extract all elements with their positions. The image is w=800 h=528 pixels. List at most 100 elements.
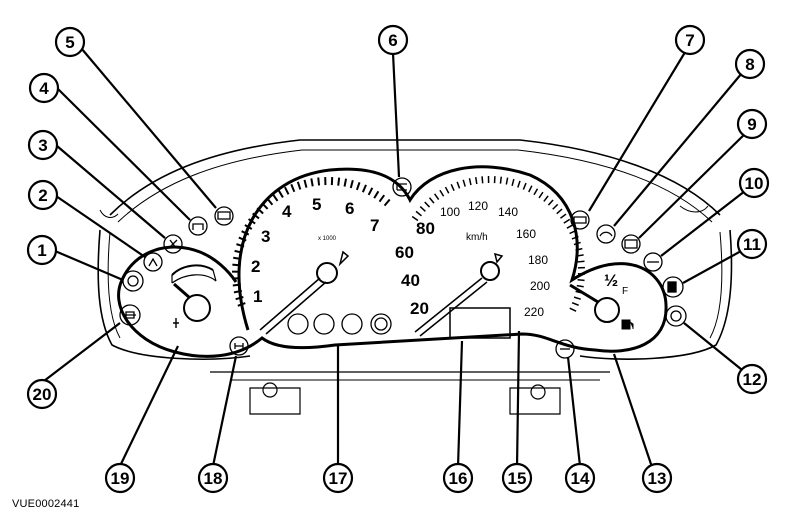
lamp-round-4 — [370, 313, 392, 335]
callout-circle — [377, 24, 409, 56]
tick-mark — [232, 283, 241, 287]
tach-label-2: 2 — [251, 257, 260, 276]
battery-warning-icon — [214, 206, 234, 226]
tick-mark — [236, 243, 245, 248]
callout-9: 9 — [736, 108, 768, 140]
speed-label-160: 160 — [516, 227, 536, 241]
tick-mark — [234, 249, 243, 254]
tick-mark — [433, 193, 440, 200]
callout-17: 17 — [322, 462, 354, 494]
callout-circle — [28, 72, 60, 104]
tick-mark — [241, 230, 250, 236]
tick-mark — [474, 176, 478, 185]
callout-2: 2 — [27, 179, 59, 211]
temperature-gauge — [171, 264, 217, 328]
tick-mark — [481, 176, 484, 184]
tick-mark — [419, 205, 426, 212]
tick-mark — [355, 181, 361, 191]
speed-label-140: 140 — [498, 205, 518, 219]
callout-circle — [738, 167, 770, 199]
low-fuel-warning-icon — [662, 276, 684, 298]
tach-label-4: 4 — [282, 202, 292, 221]
tick-mark — [277, 190, 284, 198]
tick-mark — [552, 203, 559, 210]
callout-number: 2 — [38, 186, 47, 205]
tick-mark — [573, 296, 581, 300]
tick-mark — [577, 260, 585, 263]
speedometer-hub — [480, 261, 500, 281]
speed-label-220: 220 — [524, 305, 544, 319]
lamp-round-3 — [341, 313, 363, 335]
tick-mark — [235, 296, 244, 301]
fuel-gauge-needle — [569, 283, 599, 304]
fuel-gauge-hub — [594, 297, 620, 323]
callout-number: 13 — [648, 469, 667, 488]
tick-mark — [261, 202, 269, 210]
tach-label-6: 6 — [345, 199, 354, 218]
speed-label-80: 80 — [416, 219, 435, 238]
tick-mark — [310, 178, 314, 187]
tick-mark — [378, 194, 386, 203]
speed-label-20: 20 — [410, 299, 429, 318]
tach-label-1: 1 — [253, 287, 262, 306]
tick-mark — [543, 195, 549, 202]
tick-mark — [522, 182, 527, 190]
callout-13: 13 — [641, 462, 673, 494]
callout-number: 12 — [743, 370, 762, 389]
callout-circle — [734, 48, 766, 80]
tick-mark — [303, 179, 308, 188]
glow-plug-warning-icon — [392, 177, 412, 197]
tachometer-tick-marks — [231, 177, 391, 307]
lamp-round-1 — [287, 313, 309, 335]
callout-circle — [27, 129, 59, 161]
tick-mark — [571, 235, 579, 240]
tick-mark — [575, 247, 583, 251]
callout-number: 4 — [39, 79, 49, 98]
speedometer: 20 40 60 80 100 120 140 160 180 200 220 … — [395, 176, 585, 337]
tick-mark — [248, 218, 256, 225]
callout-number: 18 — [204, 469, 223, 488]
tick-mark — [343, 178, 348, 187]
warning-lamp-row — [287, 313, 392, 335]
callout-number: 8 — [745, 55, 754, 74]
tick-mark — [528, 185, 533, 193]
tick-mark — [456, 181, 461, 189]
brake-warning-icon — [122, 270, 144, 292]
speedometer-scale: 20 40 60 80 100 120 140 160 180 200 220 — [395, 199, 550, 319]
tach-label-7: 7 — [370, 216, 379, 235]
callout-number: 20 — [33, 385, 52, 404]
callout-15: 15 — [501, 462, 533, 494]
tick-mark — [296, 181, 302, 190]
callout-1: 1 — [26, 234, 58, 266]
callout-circle — [674, 24, 706, 56]
tach-label-5: 5 — [312, 195, 321, 214]
callout-circle — [736, 363, 768, 395]
tick-mark — [576, 254, 584, 257]
callout-number: 14 — [571, 469, 590, 488]
tick-mark — [238, 236, 247, 242]
tick-mark — [349, 180, 354, 189]
warning-lamp-symbols — [119, 177, 687, 359]
tick-mark — [573, 241, 581, 246]
callout-number: 3 — [38, 136, 47, 155]
tick-mark — [517, 180, 521, 188]
callout-circle — [197, 462, 229, 494]
tick-mark — [538, 191, 544, 199]
tick-mark — [383, 198, 391, 207]
callout-number: 15 — [508, 469, 527, 488]
tick-mark — [284, 186, 290, 195]
callout-circle — [26, 234, 58, 266]
tick-mark — [505, 177, 509, 185]
tick-mark — [290, 183, 296, 193]
speed-label-180: 180 — [528, 253, 548, 267]
callout-number: 9 — [747, 115, 756, 134]
callout-number: 17 — [329, 469, 348, 488]
callout-16: 16 — [442, 462, 474, 494]
callout-circle — [322, 462, 354, 494]
speed-label-100: 100 — [440, 205, 460, 219]
lcd-display — [449, 307, 511, 339]
abs-warning-icon — [665, 305, 687, 327]
callout-number: 11 — [743, 235, 761, 254]
speed-label-40: 40 — [401, 271, 420, 290]
door-open-warning-icon — [188, 216, 208, 236]
